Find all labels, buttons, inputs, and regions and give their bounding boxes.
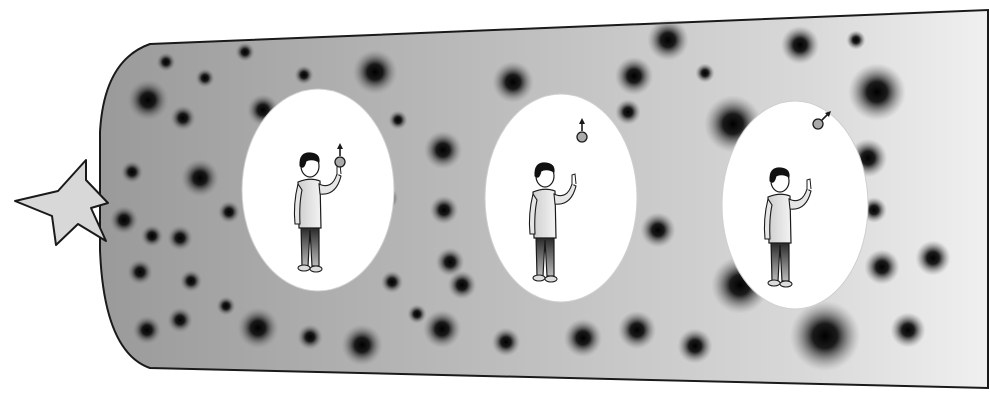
explosion-star-icon [15, 160, 108, 245]
dark-particle-icon [790, 301, 860, 371]
observer-bubble [485, 94, 637, 302]
dark-particle-icon [618, 311, 656, 349]
dark-particle-icon [864, 249, 899, 284]
dark-particle-icon [170, 105, 196, 131]
dark-particle-icon [846, 30, 865, 49]
observer-bubble [242, 89, 394, 291]
dark-particle-icon [127, 259, 153, 285]
dark-particle-icon [237, 307, 279, 349]
dark-particle-icon [615, 57, 653, 95]
observer-bubble [722, 101, 868, 309]
dark-particle-icon [167, 307, 193, 333]
dark-particle-icon [353, 50, 398, 95]
dark-particle-icon [424, 131, 462, 169]
dark-particle-icon [133, 316, 162, 345]
dark-particle-icon [781, 26, 819, 64]
dark-particle-icon [647, 19, 689, 61]
dark-particle-icon [294, 65, 313, 84]
dark-particle-icon [195, 68, 214, 87]
dark-particle-icon [216, 296, 235, 315]
dark-particle-icon [695, 63, 714, 82]
dark-particle-icon [141, 225, 163, 247]
dark-particle-icon [127, 79, 169, 121]
dark-particle-icon [564, 319, 602, 357]
dark-particle-icon [492, 328, 521, 357]
dark-particle-icon [677, 328, 712, 363]
dark-particle-icon [492, 61, 534, 103]
dark-particle-icon [407, 304, 426, 323]
dark-particle-icon [297, 324, 323, 350]
dark-particle-icon [341, 324, 383, 366]
dark-particle-icon [430, 196, 459, 225]
dark-particle-icon [388, 110, 407, 129]
dark-particle-icon [121, 161, 143, 183]
dark-particle-icon [156, 52, 175, 71]
observer-bubbles [242, 89, 868, 309]
dark-particle-icon [915, 240, 950, 275]
dark-particle-icon [890, 312, 925, 347]
dark-particle-icon [180, 270, 202, 292]
dark-particle-icon [167, 225, 193, 251]
dark-particle-icon [448, 271, 477, 300]
dark-particle-icon [640, 212, 675, 247]
dark-particle-icon [615, 99, 641, 125]
dark-particle-icon [381, 271, 403, 293]
dark-particle-icon [848, 63, 906, 121]
dark-particle-icon [218, 201, 240, 223]
dark-particle-icon [423, 310, 461, 348]
dark-particle-icon [181, 159, 219, 197]
dark-particle-icon [235, 42, 254, 61]
dark-particle-icon [110, 206, 139, 235]
